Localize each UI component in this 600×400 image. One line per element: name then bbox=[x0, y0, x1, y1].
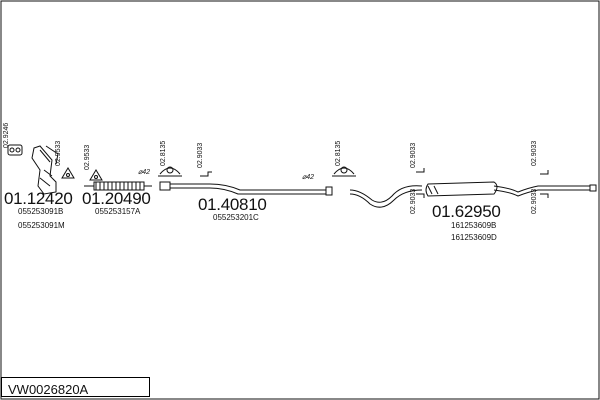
accessory-code: 02.9033 bbox=[197, 142, 204, 168]
diameter-label: ⌀42 bbox=[138, 169, 151, 176]
accessory-code: 02.9033 bbox=[531, 140, 538, 166]
oem-number: 161253609D bbox=[451, 233, 497, 242]
part-number: 01.20490 bbox=[82, 189, 151, 208]
part-number: 01.12420 bbox=[4, 189, 73, 208]
accessory-code: 02.8135 bbox=[160, 140, 167, 166]
gasket-drawing bbox=[61, 167, 103, 181]
front-pipe-drawing bbox=[7, 144, 59, 195]
accessory-code: 02.8135 bbox=[335, 140, 342, 166]
rear-silencer-drawing bbox=[349, 181, 597, 208]
oem-number: 055253157A bbox=[95, 207, 141, 216]
accessory-code: 02.9246 bbox=[3, 122, 10, 148]
reference-box: VW0026820A bbox=[1, 377, 150, 397]
reference-number: VW0026820A bbox=[8, 382, 89, 397]
accessory-code: 02.9533 bbox=[55, 140, 62, 166]
clamp-drawing bbox=[158, 166, 356, 177]
oem-number: 055253201C bbox=[213, 213, 259, 222]
accessory-code: 02.9033 bbox=[410, 188, 417, 214]
oem-number: 161253609B bbox=[451, 221, 497, 230]
part-number: 01.62950 bbox=[432, 202, 501, 221]
accessory-code: 02.9033 bbox=[410, 142, 417, 168]
oem-number: 055253091B bbox=[18, 207, 64, 216]
diameter-label: ⌀42 bbox=[302, 174, 315, 181]
part-number: 01.40810 bbox=[198, 195, 267, 214]
oem-number: 055253091M bbox=[18, 221, 65, 230]
flex-pipe-drawing bbox=[84, 181, 152, 191]
accessory-code: 02.9033 bbox=[531, 188, 538, 214]
accessory-code: 02.9533 bbox=[84, 144, 91, 170]
mount-drawing bbox=[200, 168, 549, 198]
middle-pipe-drawing bbox=[159, 181, 333, 196]
